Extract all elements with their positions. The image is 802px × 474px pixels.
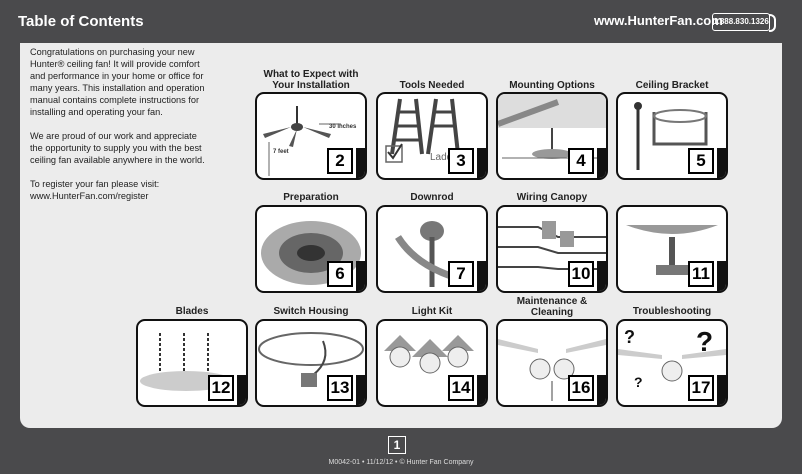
page-number-badge: 7 <box>448 261 474 287</box>
page-tab <box>717 148 726 178</box>
section-title-tools: Tools Needed <box>399 80 465 91</box>
toc-card-assembly[interactable]: 11 <box>616 205 728 293</box>
canopy-illustration <box>626 225 718 275</box>
section-title-mounting: Mounting Options <box>509 80 595 91</box>
page-number-badge: 3 <box>448 148 474 174</box>
page-number-badge: 16 <box>568 375 594 401</box>
page-tab <box>356 261 365 291</box>
page-tab <box>597 375 606 405</box>
toc-card-tools[interactable]: Ladder 3 <box>376 92 488 180</box>
intro-paragraph: We are proud of our work and appreciate … <box>30 131 205 165</box>
toc-card-bracket[interactable]: 5 <box>616 92 728 180</box>
section-title-light: Light Kit <box>411 306 453 317</box>
page-number-badge: 17 <box>688 375 714 401</box>
page-tab <box>477 148 486 178</box>
intro-paragraph: Congratulations on purchasing your new H… <box>30 47 205 117</box>
page-tab <box>477 375 486 405</box>
header-bar: Table of Contents www.HunterFan.com 1.88… <box>0 0 802 44</box>
page-number-badge: 13 <box>327 375 353 401</box>
toc-card-blades[interactable]: 12 <box>136 319 248 407</box>
page-title: Table of Contents <box>18 13 144 30</box>
dimension-label: 30 inches <box>329 124 357 130</box>
page-number-badge: 4 <box>568 148 594 174</box>
toc-card-preparation[interactable]: 6 <box>255 205 367 293</box>
section-title-blades: Blades <box>175 306 209 317</box>
page-number-badge: 10 <box>568 261 594 287</box>
toc-card-light[interactable]: 14 <box>376 319 488 407</box>
footer-doc-info: M0042-01 • 11/12/12 • © Hunter Fan Compa… <box>328 459 474 466</box>
question-mark-icon: ? <box>634 374 643 390</box>
page-tab <box>477 261 486 291</box>
question-mark-icon: ? <box>696 326 713 357</box>
toc-card-troubleshooting[interactable]: ? ? ? 17 <box>616 319 728 407</box>
phone-icon <box>769 14 776 32</box>
page-number-badge: 2 <box>327 148 353 174</box>
maintenance-illustration <box>498 339 606 401</box>
ladder-illustration <box>385 98 460 163</box>
page-tab <box>356 148 365 178</box>
page-number-badge: 12 <box>208 375 234 401</box>
section-title-expect: What to Expect with Your Installation <box>263 69 359 91</box>
page-number-badge: 11 <box>688 261 714 287</box>
question-mark-icon: ? <box>624 327 635 347</box>
page-tab <box>597 261 606 291</box>
toc-card-downrod[interactable]: 7 <box>376 205 488 293</box>
tool-label: Ladder <box>430 152 462 163</box>
page-number-badge: 14 <box>448 375 474 401</box>
website-link[interactable]: www.HunterFan.com <box>594 13 723 28</box>
toc-card-switch[interactable]: 13 <box>255 319 367 407</box>
section-title-wiring: Wiring Canopy <box>516 192 588 203</box>
switch-housing-illustration <box>258 332 364 387</box>
section-title-troubleshooting: Troubleshooting <box>632 306 712 317</box>
toc-card-maintenance[interactable]: 16 <box>496 319 608 407</box>
page-number-badge: 6 <box>327 261 353 287</box>
register-paragraph[interactable]: To register your fan please visit: www.H… <box>30 179 160 201</box>
section-title-maintenance: Maintenance & Cleaning <box>516 296 588 318</box>
toc-card-wiring[interactable]: 10 <box>496 205 608 293</box>
page-tab <box>597 148 606 178</box>
bracket-illustration <box>634 102 708 170</box>
mounting-illustration <box>498 94 606 159</box>
dimension-label: 7 feet <box>273 149 289 155</box>
troubleshooting-illustration: ? ? ? <box>618 326 726 390</box>
intro-text: Congratulations on purchasing your new H… <box>30 46 210 214</box>
toc-card-mounting[interactable]: 4 <box>496 92 608 180</box>
footer-page-number: 1 <box>388 436 406 454</box>
section-title-switch: Switch Housing <box>273 306 349 317</box>
section-title-downrod: Downrod <box>410 192 454 203</box>
section-title-bracket: Ceiling Bracket <box>635 80 709 91</box>
toc-card-expect[interactable]: 30 inches 7 feet 2 <box>255 92 367 180</box>
fan-illustration <box>263 106 341 176</box>
light-kit-illustration <box>384 335 474 374</box>
page-tab <box>717 261 726 291</box>
page-tab <box>356 375 365 405</box>
section-title-preparation: Preparation <box>283 192 339 203</box>
page-number-badge: 5 <box>688 148 714 174</box>
page-tab <box>237 375 246 405</box>
phone-number: 1.888.830.1326 <box>712 13 770 31</box>
page-tab <box>717 375 726 405</box>
